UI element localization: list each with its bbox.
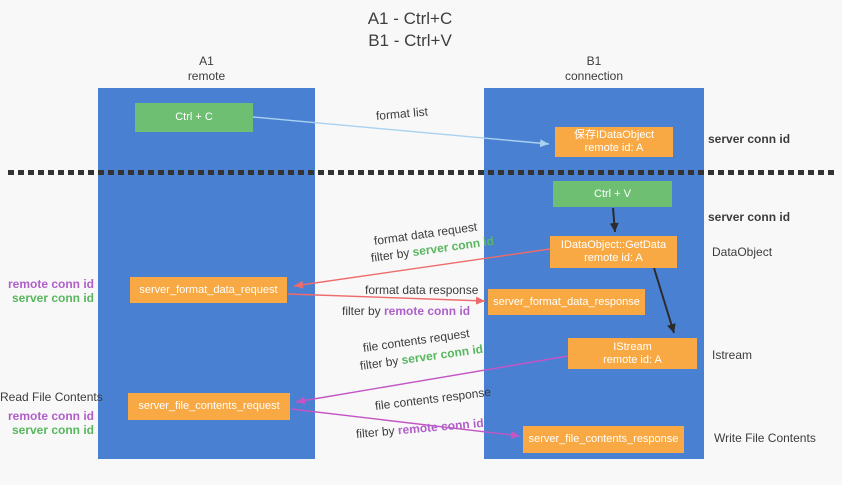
save-idataobject-remote-id: remote id: A [584,142,644,154]
remote-conn-id-text: remote conn id [384,304,471,318]
label-format-list: format list [375,104,429,123]
column-b1-role: connection [564,69,624,83]
column-header-a1: A1 remote [98,54,315,84]
format-request-label: server_format_data_request [139,283,278,296]
annotation-istream: Istream [712,348,753,362]
column-b1-name: B1 [586,54,602,68]
remote-conn-id-text: remote conn id [7,409,94,423]
getdata-remote-id: remote id: A [584,252,643,264]
server-conn-id-text: server conn id [11,291,94,305]
istream-remote-id: remote id: A [603,353,662,366]
getdata-title: IDataObject::GetData [560,239,667,251]
node-server-format-data-request: server_format_data_request [130,277,287,303]
annotation-write-file-contents: Write File Contents [714,431,816,445]
filter-by-text: filter by [359,353,403,373]
column-a1-role: remote [187,69,226,83]
column-header-b1: B1 connection [484,54,704,84]
annotation-dataobject: DataObject [712,245,773,259]
read-file-contents-text: Read File Contents [0,390,103,404]
node-istream: IStream remote id: A [568,338,697,369]
server-conn-id-text: server conn id [11,423,94,437]
istream-title: IStream [613,340,652,353]
annotation-server-conn-id-paste: server conn id [708,210,791,224]
ctrl-c-label: Ctrl + C [175,111,213,123]
remote-conn-id-text: remote conn id [397,415,485,438]
diagram-title: A1 - Ctrl+C B1 - Ctrl+V [0,8,820,52]
title-line-2: B1 - Ctrl+V [368,31,452,50]
file-request-label: server_file_contents_request [138,400,280,412]
node-ctrl-c: Ctrl + C [135,103,253,132]
label-file-contents-response: file contents response [374,384,492,413]
format-response-label: server_format_data_response [493,295,640,308]
annotation-read-file-contents-group: Read File Contents remote conn id server… [0,390,103,437]
filter-by-text: filter by [355,423,399,441]
phase-divider-dotted-line [8,170,838,175]
annotation-server-conn-id-save: server conn id [708,132,791,146]
remote-conn-id-text: remote conn id [7,277,94,291]
label-filter-by-remote-conn-id-2: filter by remote conn id [355,416,484,441]
label-format-data-response: format data response [365,283,479,297]
node-idataobject-getdata: IDataObject::GetData remote id: A [550,236,677,268]
node-server-format-data-response: server_format_data_response [488,289,645,315]
annotation-format-conn-ids: remote conn id server conn id [0,277,94,305]
filter-by-text: filter by [342,304,385,318]
node-save-idataobject: 保存IDataObject remote id: A [555,127,673,157]
filter-by-text: filter by [370,245,414,265]
file-response-label: server_file_contents_response [528,433,679,445]
save-idataobject-title: 保存IDataObject [573,129,655,141]
node-server-file-contents-response: server_file_contents_response [523,426,684,453]
title-line-1: A1 - Ctrl+C [367,9,453,28]
label-filter-by-remote-conn-id-1: filter by remote conn id [342,304,470,318]
node-server-file-contents-request: server_file_contents_request [128,393,290,420]
column-a1-name: A1 [199,54,214,68]
node-ctrl-v: Ctrl + V [553,181,672,207]
ctrl-v-label: Ctrl + V [594,187,631,200]
